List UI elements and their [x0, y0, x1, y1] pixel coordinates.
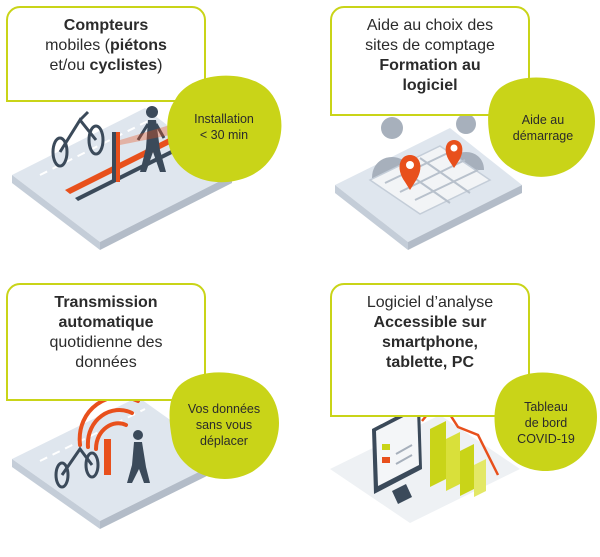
software-scene-illustration: [330, 396, 520, 523]
bar-chart-icon: [421, 396, 500, 497]
panel-site-selection: Aide au choix des sites de comptage Form…: [300, 0, 600, 278]
panel-analysis-software: Logiciel d’analyse Accessible sur smartp…: [300, 279, 600, 557]
monitor-icon: [372, 404, 422, 504]
location-pin-icon: [399, 140, 463, 190]
badge-remote-data: Vos données sans vous déplacer: [187, 402, 261, 448]
panel-mobile-counters: Compteurs mobiles (piétons et/ou cyclist…: [0, 0, 300, 278]
badge-covid-dashboard: Tableau de bord COVID-19: [517, 400, 575, 446]
badge-getting-started: Aide au démarrage: [512, 113, 574, 143]
map-scene-illustration: [335, 114, 522, 250]
pedestrian-icon: [127, 430, 150, 483]
pedestrian-icon: [136, 106, 166, 172]
bicycle-icon: [54, 446, 100, 489]
sensor-post-icon: [112, 132, 120, 182]
title-box: Compteurs mobiles (piétons et/ou cyclist…: [6, 6, 206, 102]
panel-data-transmission: Transmission automatique quotidienne des…: [0, 279, 300, 557]
title-box: Transmission automatique quotidienne des…: [6, 283, 206, 401]
bicycle-icon: [51, 110, 105, 168]
badge-installation: Installation < 30 min: [194, 112, 254, 142]
